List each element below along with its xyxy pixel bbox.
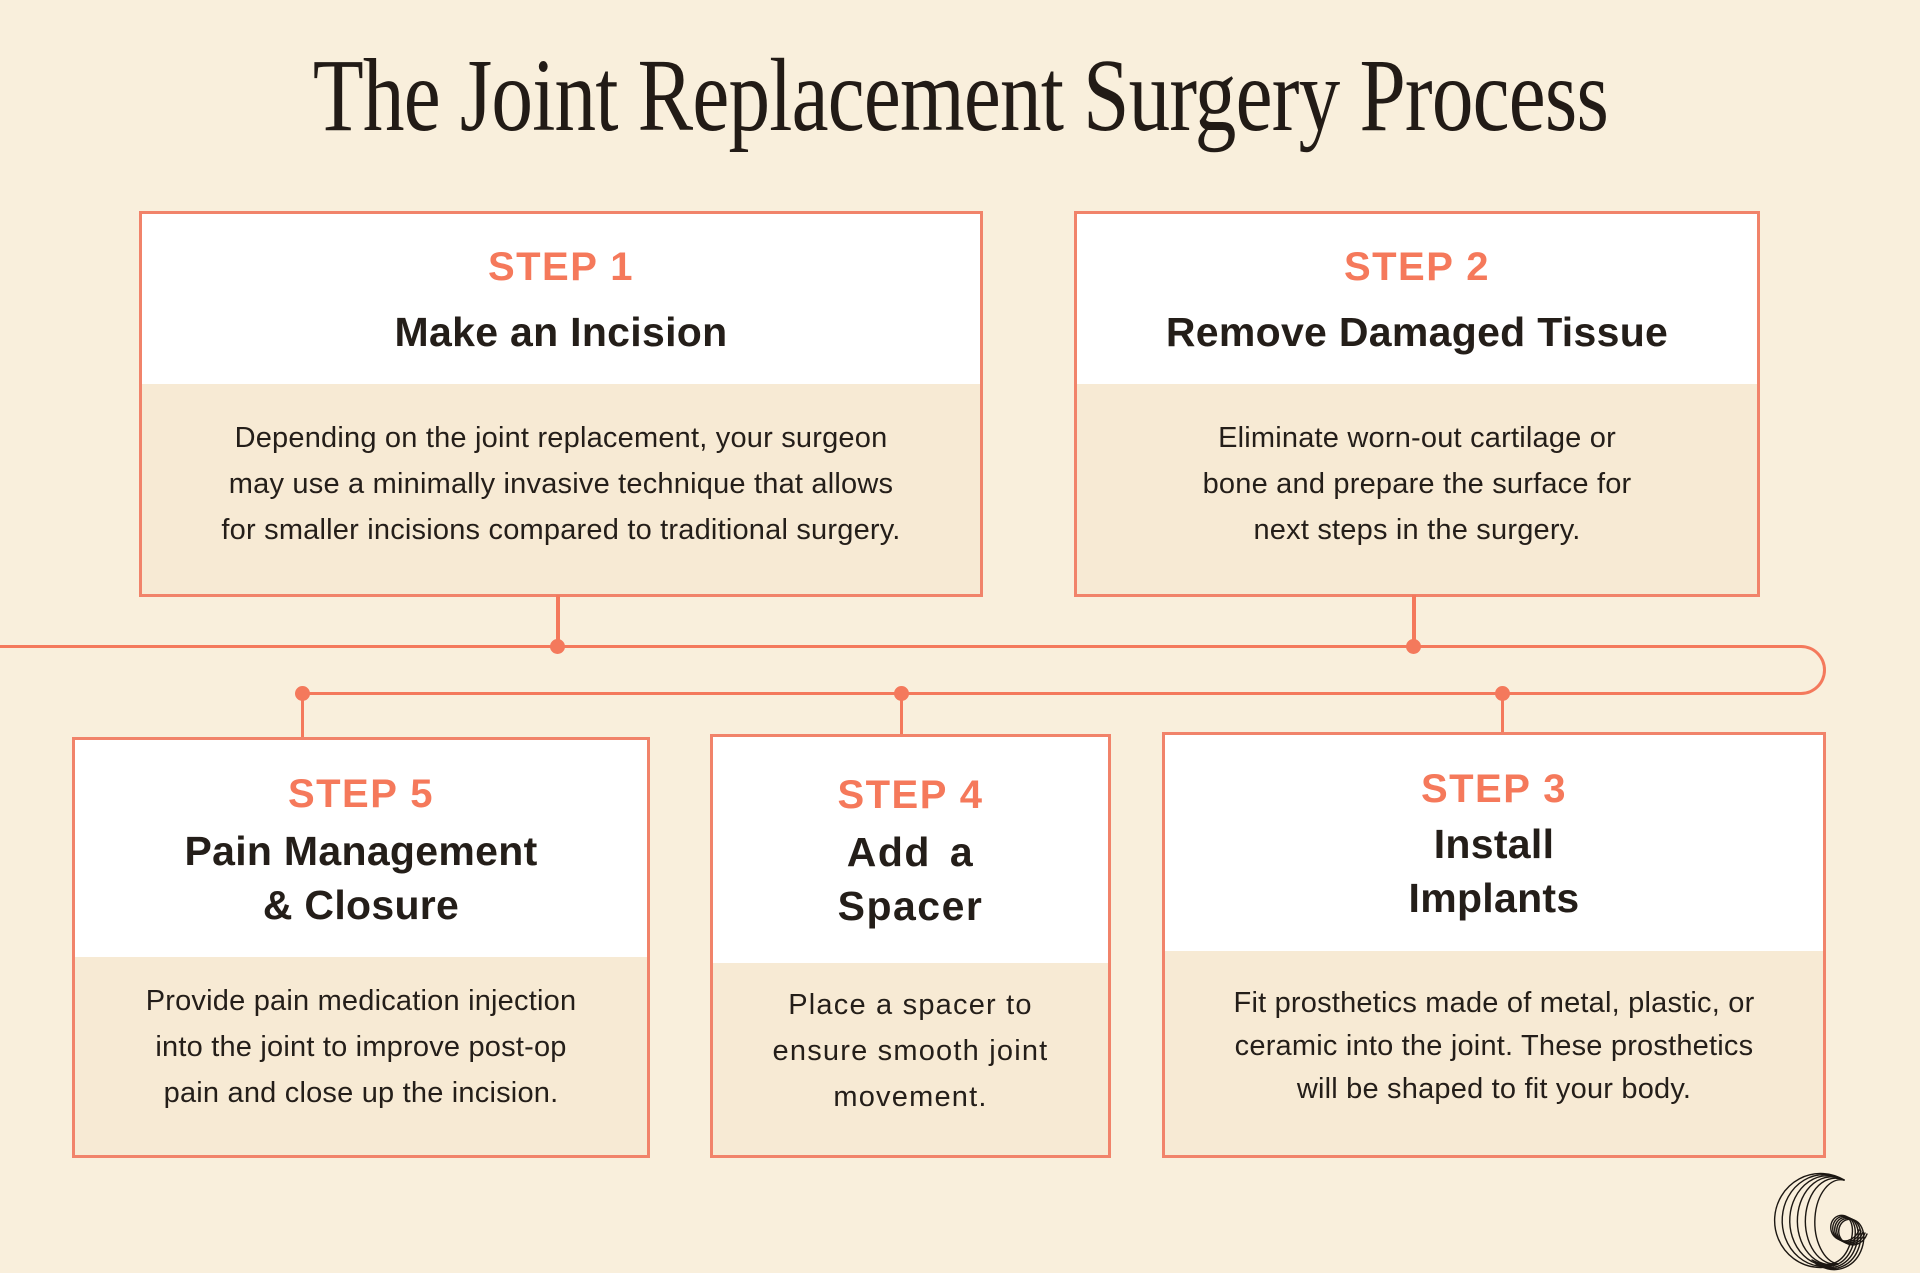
step-5-title-line: & Closure: [262, 881, 460, 928]
step-5-header: STEP 5 Pain Management & Closure: [75, 740, 647, 957]
step-5-title-line: Pain Management: [184, 827, 538, 874]
step-5-desc-line: pain and close up the incision.: [163, 1077, 559, 1109]
step-4-description: Place a spacer to ensure smooth joint mo…: [713, 963, 1108, 1155]
connector-to-step-4: [900, 693, 903, 734]
step-1-desc-line: may use a minimally invasive technique t…: [228, 468, 894, 500]
step-2-header: STEP 2 Remove Damaged Tissue: [1077, 214, 1757, 384]
step-3-title: Install Implants: [1409, 817, 1580, 925]
step-4-desc-line: ensure smooth joint: [772, 1035, 1049, 1067]
step-1-title: Make an Incision: [394, 309, 728, 355]
page-title: The Joint Replacement Surgery Process: [0, 30, 1920, 160]
step-2-box: STEP 2 Remove Damaged Tissue Eliminate w…: [1074, 211, 1760, 597]
step-5-desc-line: Provide pain medication injection: [145, 985, 577, 1017]
step-2-desc-line: bone and prepare the surface for: [1202, 468, 1632, 500]
step-4-desc-line: Place a spacer to: [788, 989, 1033, 1021]
step-4-desc-line: movement.: [833, 1081, 988, 1113]
connector-to-step-5: [301, 693, 304, 737]
step-5-desc-line: into the joint to improve post-op: [155, 1031, 567, 1063]
step-3-label: STEP 3: [1420, 767, 1568, 811]
step-2-description: Eliminate worn-out cartilage or bone and…: [1077, 384, 1757, 594]
step-4-title: Add a Spacer: [838, 825, 984, 933]
page-title-text: The Joint Replacement Surgery Process: [312, 37, 1608, 153]
step-2-desc-line: Eliminate worn-out cartilage or: [1218, 422, 1616, 454]
step-4-box: STEP 4 Add a Spacer Place a spacer to en…: [710, 734, 1111, 1158]
step-3-desc-line: will be shaped to fit your body.: [1296, 1072, 1692, 1105]
step-5-box: STEP 5 Pain Management & Closure Provide…: [72, 737, 650, 1158]
step-3-box: STEP 3 Install Implants Fit prosthetics …: [1162, 732, 1826, 1158]
step-4-label: STEP 4: [837, 773, 984, 817]
step-2-title: Remove Damaged Tissue: [1165, 309, 1669, 355]
script-cs-monogram-icon: [1772, 1172, 1887, 1273]
step-1-desc-line: for smaller incisions compared to tradit…: [221, 514, 901, 546]
step-1-description: Depending on the joint replacement, your…: [142, 384, 980, 594]
step-4-title-line: Add a: [846, 829, 975, 875]
step-1-box: STEP 1 Make an Incision Depending on the…: [139, 211, 983, 597]
step-2-label: STEP 2: [1343, 245, 1491, 289]
step-5-label: STEP 5: [287, 771, 435, 816]
connector-from-step-2: [1412, 595, 1416, 648]
step-1-desc-line: Depending on the joint replacement, your…: [234, 422, 888, 454]
step-1-label: STEP 1: [487, 245, 635, 289]
step-3-desc-line: Fit prosthetics made of metal, plastic, …: [1233, 986, 1755, 1019]
step-3-description: Fit prosthetics made of metal, plastic, …: [1165, 951, 1823, 1155]
step-3-title-line: Install: [1433, 821, 1555, 867]
connector-rail-top: [0, 645, 1503, 648]
junction-dot-step-2: [1406, 639, 1421, 654]
step-4-header: STEP 4 Add a Spacer: [713, 737, 1108, 963]
step-1-header: STEP 1 Make an Incision: [142, 214, 980, 384]
step-3-header: STEP 3 Install Implants: [1165, 735, 1823, 951]
connector-from-step-1: [556, 595, 560, 647]
step-3-desc-line: ceramic into the joint. These prosthetic…: [1234, 1029, 1754, 1062]
connector-to-step-3: [1501, 693, 1504, 732]
step-5-title: Pain Management & Closure: [184, 824, 537, 932]
connector-u-turn: [1502, 645, 1826, 695]
step-5-description: Provide pain medication injection into t…: [75, 957, 647, 1155]
junction-dot-step-1: [550, 639, 565, 654]
step-4-title-line: Spacer: [837, 883, 984, 929]
step-3-title-line: Implants: [1408, 875, 1580, 921]
step-2-desc-line: next steps in the surgery.: [1253, 514, 1581, 546]
